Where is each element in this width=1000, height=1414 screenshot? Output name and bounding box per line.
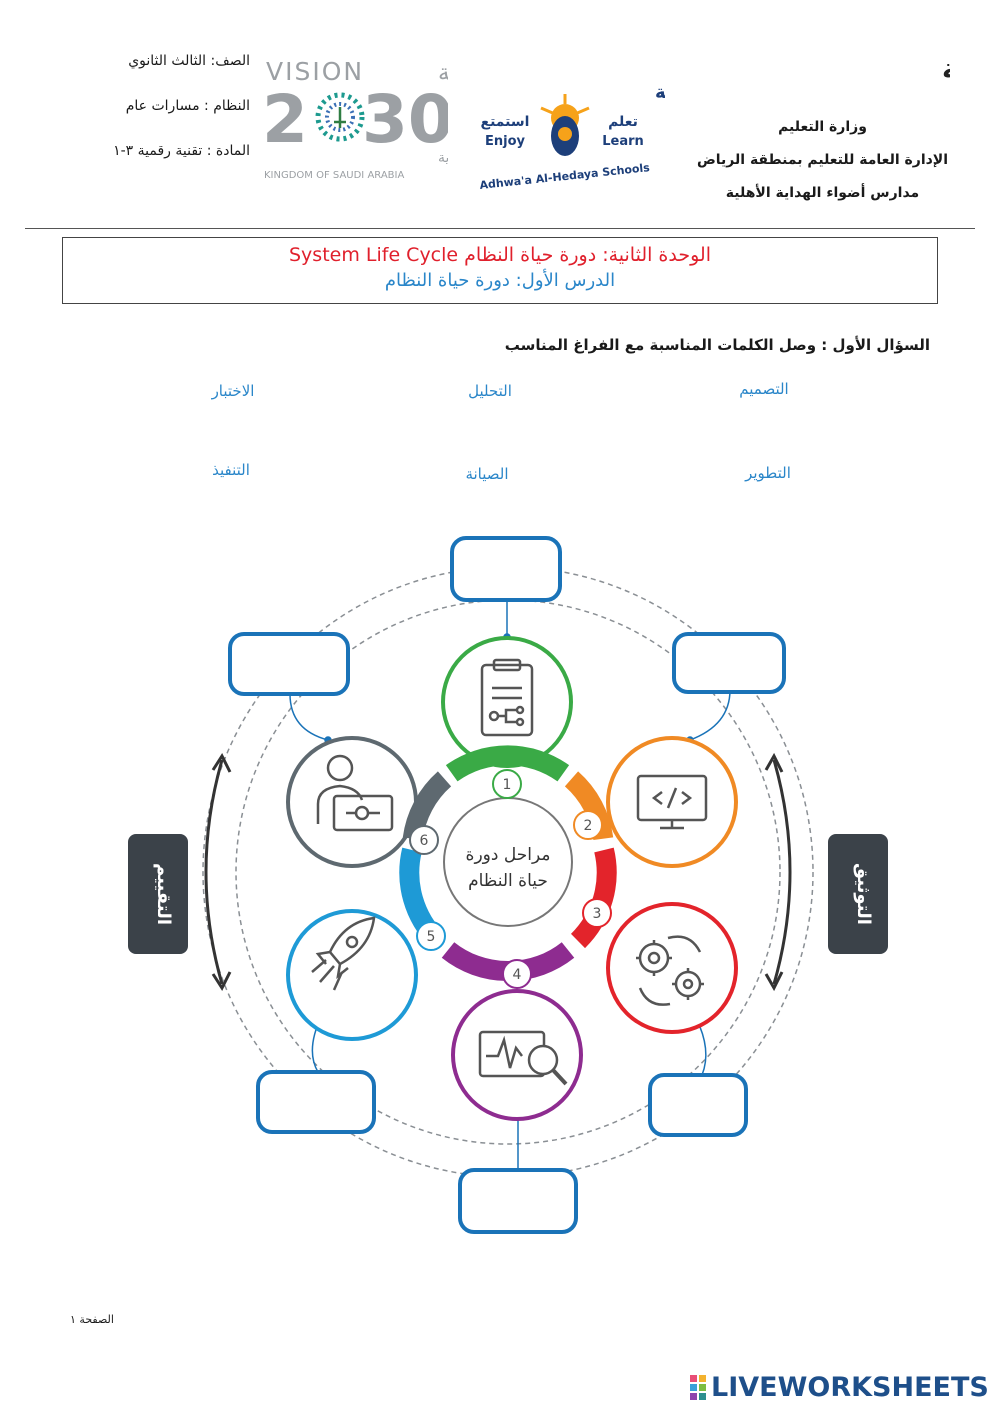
step-badge-2 — [573, 810, 603, 840]
word-maintenance[interactable]: الصيانة — [465, 465, 509, 483]
grade-label: الصف: الثالث الثانوي — [128, 53, 250, 69]
vision-year-2: 2 — [262, 81, 308, 158]
gears-icon — [636, 935, 704, 1006]
kingdom-calligraphy-logo: المملكة العربية السعودية — [942, 54, 950, 85]
school-logo-en: Adhwa'a Al-Hedaya Schools — [479, 161, 651, 192]
vision-2030-logo: VISION رؤيـــة 2 30 المملكة العربية السع… — [262, 57, 448, 181]
answer-box-top-left[interactable] — [228, 632, 350, 696]
subject-label: المادة : تقنية رقمية ٣-١ — [113, 143, 250, 159]
school-logo-ar: مدارس أضواء الهداية — [655, 80, 665, 103]
word-development[interactable]: التطوير — [745, 464, 791, 482]
answer-box-bottom[interactable] — [458, 1168, 578, 1234]
system-label: النظام : مسارات عام — [125, 98, 250, 114]
step-number-2: 2 — [584, 818, 593, 834]
lesson-title: الدرس الأول: دورة حياة النظام — [384, 270, 616, 291]
vision-year-30: 30 — [362, 81, 448, 158]
answer-box-top-right[interactable] — [672, 632, 786, 694]
school-learn-ar: تعلم — [608, 114, 638, 130]
word-testing[interactable]: الاختبار — [211, 382, 255, 400]
school-learn-en: Learn — [602, 134, 644, 149]
step-badge-5 — [416, 921, 446, 951]
ministry-label: وزارة التعليم — [778, 119, 867, 135]
school-emblem-icon — [540, 94, 590, 156]
step-number-4: 4 — [513, 967, 522, 983]
step-number-5: 5 — [427, 929, 436, 945]
header-divider — [25, 228, 975, 229]
evaluation-arrow-icon — [204, 752, 232, 992]
step-badge-6 — [409, 825, 439, 855]
documentation-arrow-icon — [764, 752, 792, 992]
evaluation-tab: التقييم — [128, 834, 188, 954]
word-design[interactable]: التصميم — [739, 380, 789, 398]
liveworksheets-brand: LIVEWORKSHEETS — [690, 1372, 989, 1403]
life-cycle-diagram: التقييم التوثيق — [128, 536, 888, 1234]
stage-circle-6 — [286, 736, 418, 868]
answer-box-bottom-right[interactable] — [648, 1073, 748, 1137]
step-badge-3 — [582, 898, 612, 928]
question-text: السؤال الأول : وصل الكلمات المناسبة مع ا… — [504, 336, 930, 354]
ministry-info: وزارة التعليم الإدارة العامة للتعليم بمن… — [680, 118, 965, 217]
header-info: الصف: الثالث الثانوي النظام : مسارات عام… — [60, 52, 250, 187]
unit-title: الوحدة الثانية: دورة حياة النظام System … — [289, 244, 711, 266]
step-badge-4 — [502, 959, 532, 989]
stage-circle-2 — [606, 736, 738, 868]
liveworksheets-logo-icon — [690, 1375, 706, 1400]
stage-circle-3 — [606, 902, 738, 1034]
directorate-label: الإدارة العامة للتعليم بمنطقة الرياض — [696, 152, 949, 168]
step-number-6: 6 — [420, 833, 429, 849]
center-line-1: مراحل دورة — [466, 845, 551, 865]
answer-box-bottom-left[interactable] — [256, 1070, 376, 1134]
stage-circle-1 — [441, 636, 573, 768]
vision-kingdom-ar: المملكة العربية السعودية — [438, 150, 448, 166]
documentation-tab-label: التوثيق — [853, 863, 874, 925]
technician-wrench-icon — [316, 754, 394, 832]
connector-lines — [289, 602, 731, 1170]
word-analysis[interactable]: التحليل — [468, 382, 512, 400]
center-line-2: حياة النظام — [468, 871, 548, 891]
clipboard-flowchart-icon — [480, 658, 534, 737]
page-number: الصفحة ١ — [70, 1313, 114, 1326]
school-name-label: مدارس أضواء الهداية الأهلية — [725, 185, 920, 201]
school-enjoy-ar: استمتع — [481, 114, 530, 130]
word-implementation[interactable]: التنفيذ — [212, 461, 250, 479]
vision-ar: رؤيـــة — [438, 60, 448, 86]
step-number-3: 3 — [593, 906, 602, 922]
vision-emblem-icon — [315, 92, 365, 142]
documentation-tab: التوثيق — [828, 834, 888, 954]
answer-box-top[interactable] — [450, 536, 562, 602]
monitor-magnifier-icon — [478, 1030, 568, 1086]
stage-circle-4 — [451, 989, 583, 1121]
vision-kingdom-en: KINGDOM OF SAUDI ARABIA — [264, 170, 404, 181]
school-enjoy-en: Enjoy — [485, 134, 526, 149]
step-badge-1 — [492, 769, 522, 799]
school-logo: مدارس أضواء الهداية استمتع Enjoy تعلم Le… — [479, 80, 665, 192]
evaluation-tab-label: التقييم — [153, 863, 174, 925]
liveworksheets-text: LIVEWORKSHEETS — [711, 1372, 989, 1403]
stage-circle-5 — [286, 909, 418, 1041]
monitor-code-icon — [636, 774, 708, 830]
title-box: الوحدة الثانية: دورة حياة النظام System … — [62, 237, 938, 304]
kingdom-calligraphy-text: المملكة العربية السعودية — [942, 54, 950, 85]
vision-title: VISION — [266, 57, 364, 86]
rocket-icon — [311, 916, 376, 991]
step-number-1: 1 — [503, 777, 512, 793]
